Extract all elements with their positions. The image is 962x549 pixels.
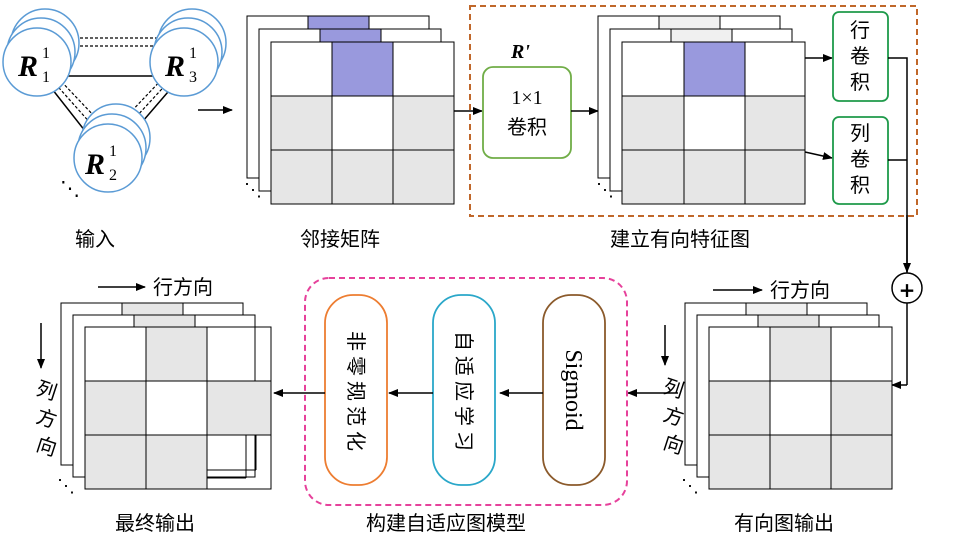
sigmoid-label: Sigmoid	[560, 349, 586, 430]
adaptive-learning-char-4: 学	[452, 406, 476, 426]
final-col-direction-char-2: 方	[33, 404, 59, 433]
row-conv-char-3: 积	[850, 70, 870, 94]
final-ellipsis: ⋱	[57, 476, 75, 497]
arrow-to-col-conv	[804, 151, 833, 160]
row-conv-block	[832, 11, 889, 102]
adaptive-model-caption: 构建自适应图模型	[366, 511, 526, 535]
nonzero-norm-char-4: 范	[344, 406, 368, 426]
r-prime-label: R'	[510, 41, 530, 63]
final-output-stack: ⋱	[57, 302, 272, 497]
input-caption: 输入	[75, 227, 115, 251]
sigmoid-block	[542, 294, 606, 486]
graph-node-r3	[149, 27, 219, 97]
adjacency-matrix-front	[270, 41, 455, 205]
graph-node-r2	[73, 123, 143, 193]
adaptive-learning-block	[432, 294, 496, 486]
directed-output-caption: 有向图输出	[734, 511, 834, 535]
directed-output-front	[708, 326, 893, 490]
adaptive-learning-char-1: 自	[452, 331, 476, 351]
final-row-direction-label: 行方向	[153, 275, 213, 299]
node-r1-base: R	[17, 50, 38, 83]
graph-edge	[57, 77, 116, 139]
nonzero-norm-char-2: 零	[344, 356, 368, 376]
adjacency-caption: 邻接矩阵	[300, 227, 380, 251]
output-col-direction-char-2: 方	[660, 402, 686, 431]
nonzero-norm-block	[324, 294, 388, 486]
final-output-front	[84, 326, 272, 490]
nonzero-norm-char-1: 非	[344, 331, 368, 351]
adaptive-learning-char-5: 习	[452, 431, 476, 451]
conv-1x1-line1: 1×1	[511, 87, 542, 109]
final-col-direction-char-1: 列	[33, 376, 59, 405]
nonzero-norm-char-5: 化	[344, 431, 368, 451]
row-conv-output-line	[888, 57, 908, 273]
nonzero-norm-char-3: 规	[344, 381, 368, 401]
directed-matrix-front	[621, 41, 806, 205]
node-r2-sub: 2	[109, 167, 117, 184]
final-output-caption: 最终输出	[115, 511, 195, 535]
node-r3-base: R	[164, 50, 185, 83]
directed-feature-caption: 建立有向特征图	[610, 227, 750, 251]
row-conv-char-1: 行	[850, 18, 870, 42]
col-conv-char-3: 积	[850, 173, 870, 197]
node-r1-sup: 1	[42, 45, 50, 62]
directed-matrix-ellipsis: ⋱	[596, 180, 614, 201]
directed-matrix-stack: ⋱	[596, 15, 806, 205]
input-graph: R 1 1 R 1 3 R 1 2 ⋱	[2, 8, 227, 200]
adaptive-learning-char-2: 适	[452, 356, 476, 376]
row-conv-char-2: 卷	[850, 44, 870, 68]
node-r2-sup: 1	[109, 143, 117, 160]
output-row-direction-label: 行方向	[770, 278, 830, 302]
directed-output-stack: ⋱	[681, 302, 893, 497]
node-r2-base: R	[84, 148, 105, 181]
node-r3-sup: 1	[189, 45, 197, 62]
adaptive-learning-char-3: 应	[452, 381, 476, 401]
conv-1x1-line2: 卷积	[507, 115, 547, 139]
col-conv-char-1: 列	[850, 121, 870, 145]
node-r1-sub: 1	[42, 69, 50, 86]
graph-node-r1	[2, 27, 72, 97]
col-conv-char-2: 卷	[850, 147, 870, 171]
output-ellipsis: ⋱	[681, 476, 699, 497]
final-col-direction-char-3: 向	[33, 432, 59, 461]
conv-1x1-block	[482, 66, 572, 159]
adaptive-model-box	[304, 277, 628, 506]
node-r3-sub: 3	[189, 69, 197, 86]
input-ellipsis: ⋱	[60, 176, 80, 200]
sum-symbol: +	[899, 278, 916, 302]
adjacency-matrix-stack: ⋱	[244, 15, 455, 205]
output-col-direction-char-3: 向	[660, 430, 686, 459]
output-col-direction-char-1: 列	[660, 374, 686, 403]
adjacency-ellipsis: ⋱	[244, 180, 262, 201]
directed-feature-box	[469, 5, 918, 217]
